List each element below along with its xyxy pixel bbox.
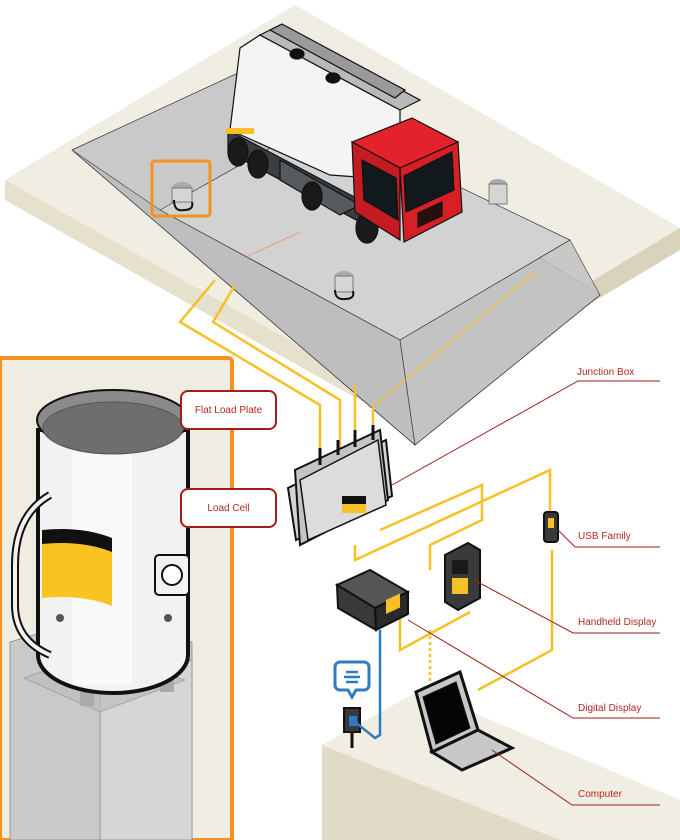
load-cell-cables bbox=[178, 271, 536, 462]
handheld-display bbox=[444, 541, 481, 612]
load-cell-small-1 bbox=[171, 182, 194, 212]
label-digital-display: Digital Display bbox=[578, 703, 642, 714]
callout-flat-load-plate: Flat Load Plate bbox=[180, 390, 277, 430]
load-cell-highlight bbox=[150, 159, 212, 218]
label-handheld-display: Handheld Display bbox=[578, 617, 657, 628]
tanker-truck bbox=[226, 23, 463, 244]
label-junction-box: Junction Box bbox=[577, 367, 635, 378]
usb-device bbox=[543, 511, 559, 543]
callout-load-cell: Load Cell bbox=[180, 488, 277, 528]
wireless-adapter bbox=[333, 630, 382, 748]
junction-box bbox=[286, 425, 394, 547]
digital-display bbox=[334, 568, 411, 632]
label-usb-family: USB Family bbox=[578, 531, 631, 542]
laptop bbox=[414, 669, 516, 772]
load-cell-small-2 bbox=[488, 179, 508, 205]
load-cell-detail-panel bbox=[0, 356, 234, 840]
leader-lines bbox=[391, 380, 660, 806]
computer-desk bbox=[322, 690, 680, 840]
load-cell-small-3 bbox=[334, 271, 355, 301]
cable-under-truck bbox=[247, 231, 301, 257]
label-computer: Computer bbox=[578, 789, 622, 800]
